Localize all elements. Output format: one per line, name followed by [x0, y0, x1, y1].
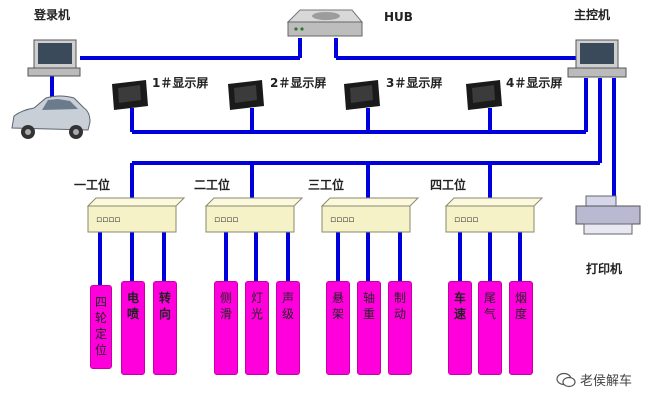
- station-hub-2-icon: ▫▫▫▫: [204, 197, 304, 233]
- test-item-char: 悬: [331, 291, 344, 305]
- test-item-char: 轮: [94, 311, 107, 325]
- test-item-char: 烟: [514, 291, 527, 305]
- test-item-suspension: 悬架: [326, 281, 350, 375]
- station-1-label: 一工位: [74, 178, 111, 192]
- wechat-icon: [556, 372, 576, 387]
- station-4-label: 四工位: [430, 178, 467, 192]
- display-3-icon: [344, 80, 380, 110]
- station-hub-4-icon: ▫▫▫▫: [444, 197, 544, 233]
- test-item-side-slip: 侧滑: [214, 281, 238, 375]
- display-2-icon: [228, 80, 264, 110]
- watermark-text: 老侯解车: [580, 374, 633, 389]
- display-4-icon: [466, 80, 502, 110]
- station-3-label: 三工位: [308, 178, 345, 192]
- test-item-brake: 制动: [388, 281, 412, 375]
- main-computer-icon: [567, 39, 627, 78]
- test-item-char: 滑: [219, 307, 232, 321]
- test-item-wheel-alignment: 四轮定位: [90, 285, 112, 369]
- test-item-headlight: 灯光: [245, 281, 269, 375]
- test-item-char: 车: [453, 291, 466, 305]
- station-hub-1-icon: ▫▫▫▫: [86, 197, 186, 233]
- login-computer-label: 登录机: [34, 8, 71, 22]
- test-item-char: 重: [362, 307, 375, 321]
- display-4-label: 4＃显示屏: [506, 76, 563, 90]
- test-item-char: 电: [126, 291, 139, 305]
- test-item-char: 喷: [126, 307, 139, 321]
- test-item-char: 轴: [362, 291, 375, 305]
- test-item-char: 四: [94, 295, 107, 309]
- test-item-char: 气: [483, 307, 496, 321]
- svg-text:▫▫▫▫: ▫▫▫▫: [454, 215, 478, 225]
- test-item-char: 光: [250, 307, 263, 321]
- test-item-smoke: 烟度: [509, 281, 533, 375]
- test-item-char: 架: [331, 307, 344, 321]
- svg-text:▫▫▫▫: ▫▫▫▫: [214, 215, 238, 225]
- test-item-exhaust: 尾气: [478, 281, 502, 375]
- test-item-char: 转: [158, 291, 171, 305]
- test-item-efi: 电喷: [121, 281, 145, 375]
- login-computer-icon: [27, 39, 81, 77]
- display-2-label: 2＃显示屏: [270, 76, 327, 90]
- display-3-label: 3＃显示屏: [386, 76, 443, 90]
- station-hub-3-icon: ▫▫▫▫: [320, 197, 420, 233]
- test-item-axle-load: 轴重: [357, 281, 381, 375]
- display-1-label: 1＃显示屏: [152, 76, 209, 90]
- svg-text:▫▫▫▫: ▫▫▫▫: [96, 215, 120, 225]
- test-item-char: 度: [514, 307, 527, 321]
- test-item-char: 位: [94, 343, 107, 357]
- test-item-char: 定: [94, 327, 107, 341]
- printer-label: 打印机: [586, 262, 623, 276]
- test-item-sound-level: 声级: [276, 281, 300, 375]
- test-item-char: 向: [158, 307, 171, 321]
- test-item-char: 制: [393, 291, 406, 305]
- watermark: 老侯解车: [556, 370, 632, 389]
- test-item-speed: 车速: [448, 281, 472, 375]
- test-item-char: 侧: [219, 291, 232, 305]
- main-computer-label: 主控机: [574, 8, 611, 22]
- hub-icon: [286, 9, 364, 37]
- test-item-char: 动: [393, 307, 406, 321]
- network-wires: [50, 38, 616, 286]
- test-item-char: 速: [453, 307, 466, 321]
- test-item-char: 级: [281, 307, 294, 321]
- test-item-char: 灯: [250, 291, 263, 305]
- test-item-char: 声: [281, 291, 294, 305]
- test-item-steering: 转向: [153, 281, 177, 375]
- station-2-label: 二工位: [194, 178, 231, 192]
- printer-icon: [575, 195, 641, 235]
- svg-text:▫▫▫▫: ▫▫▫▫: [330, 215, 354, 225]
- display-1-icon: [112, 80, 148, 110]
- car-icon: [11, 95, 91, 139]
- hub-label: HUB: [384, 10, 413, 24]
- test-item-char: 尾: [483, 291, 496, 305]
